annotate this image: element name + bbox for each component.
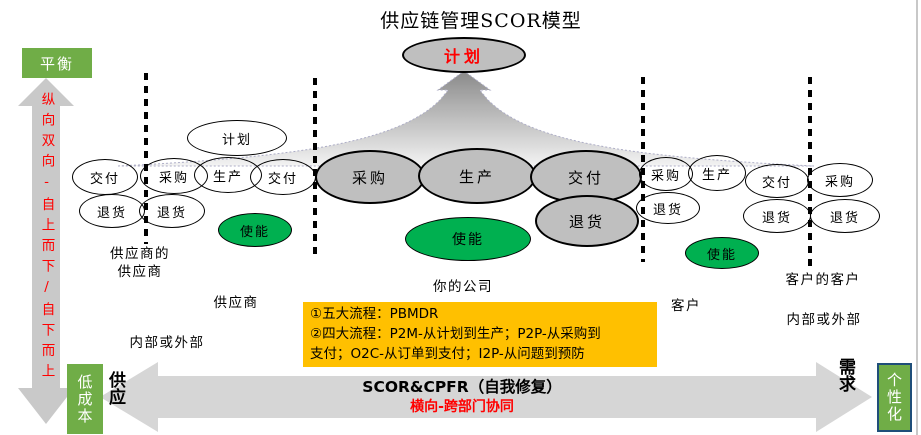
page-edge-line <box>916 0 918 435</box>
right-return-ellipse-3: 退货 <box>810 199 880 233</box>
left-return-ellipse-1: 退货 <box>79 194 145 228</box>
internal-external-right-label: 内部或外部 <box>786 312 862 328</box>
right-return-ellipse-2: 退货 <box>743 199 811 233</box>
customers-customer-label: 客户的客户 <box>785 272 861 288</box>
bottom-arrow-text: SCOR&CPFR（自我修复） 横向-跨部门协同 <box>132 377 792 418</box>
note-line-3: 支付；O2C-从订单到支付；I2P-从问题到预防 <box>310 345 585 362</box>
note-line-2: ②四大流程：P2M-从计划到生产；P2P-从采购到 <box>310 325 601 342</box>
suppliers-supplier-label: 供应商的 供应商 <box>110 246 170 281</box>
right-source-ellipse-1: 采购 <box>639 157 693 191</box>
internal-external-left-label: 内部或外部 <box>129 335 205 351</box>
your-company-label: 你的公司 <box>433 279 493 295</box>
demand-label: 需求 <box>835 358 855 392</box>
note-line-1: ①五大流程：PBMDR <box>310 306 439 322</box>
left-enable-ellipse: 使能 <box>218 213 292 247</box>
left-return-ellipse-2: 退货 <box>139 194 205 228</box>
horizontal-axis-label: 横向-跨部门协同 <box>410 399 514 416</box>
center-enable-ellipse: 使能 <box>405 217 531 261</box>
center-make-ellipse: 生产 <box>418 148 536 204</box>
customer-label: 客户 <box>671 298 701 314</box>
suppliers-supplier-line1: 供应商的 <box>110 246 170 262</box>
right-make-ellipse: 生产 <box>688 155 746 191</box>
center-source-ellipse: 采购 <box>315 150 425 204</box>
left-deliver-ellipse-1: 交付 <box>72 159 138 195</box>
supplier-label: 供应商 <box>213 295 259 311</box>
left-deliver-ellipse-2: 交付 <box>250 159 316 195</box>
right-return-ellipse-1: 退货 <box>636 192 700 224</box>
left-plan-ellipse: 计划 <box>187 120 287 156</box>
process-note-box: ①五大流程：PBMDR ②四大流程：P2M-从计划到生产；P2P-从采购到 支付… <box>303 302 657 367</box>
center-return-ellipse: 退货 <box>535 195 639 247</box>
plan-top-ellipse: 计划 <box>402 37 526 73</box>
page-title: 供应链管理SCOR模型 <box>380 10 582 32</box>
right-deliver-ellipse: 交付 <box>745 164 809 198</box>
scor-cpfr-label: SCOR&CPFR（自我修复） <box>362 378 562 396</box>
personalization-box: 个性化 <box>877 363 912 432</box>
supply-label: 供应 <box>105 371 125 405</box>
right-source-ellipse-2: 采购 <box>807 163 873 197</box>
low-cost-box: 低成本 <box>67 364 103 434</box>
vertical-axis-label: 纵向双向-自上而下/自下而上 <box>38 92 55 384</box>
balance-box: 平衡 <box>22 48 92 78</box>
right-enable-ellipse: 使能 <box>685 237 759 269</box>
suppliers-supplier-line2: 供应商 <box>117 263 163 280</box>
